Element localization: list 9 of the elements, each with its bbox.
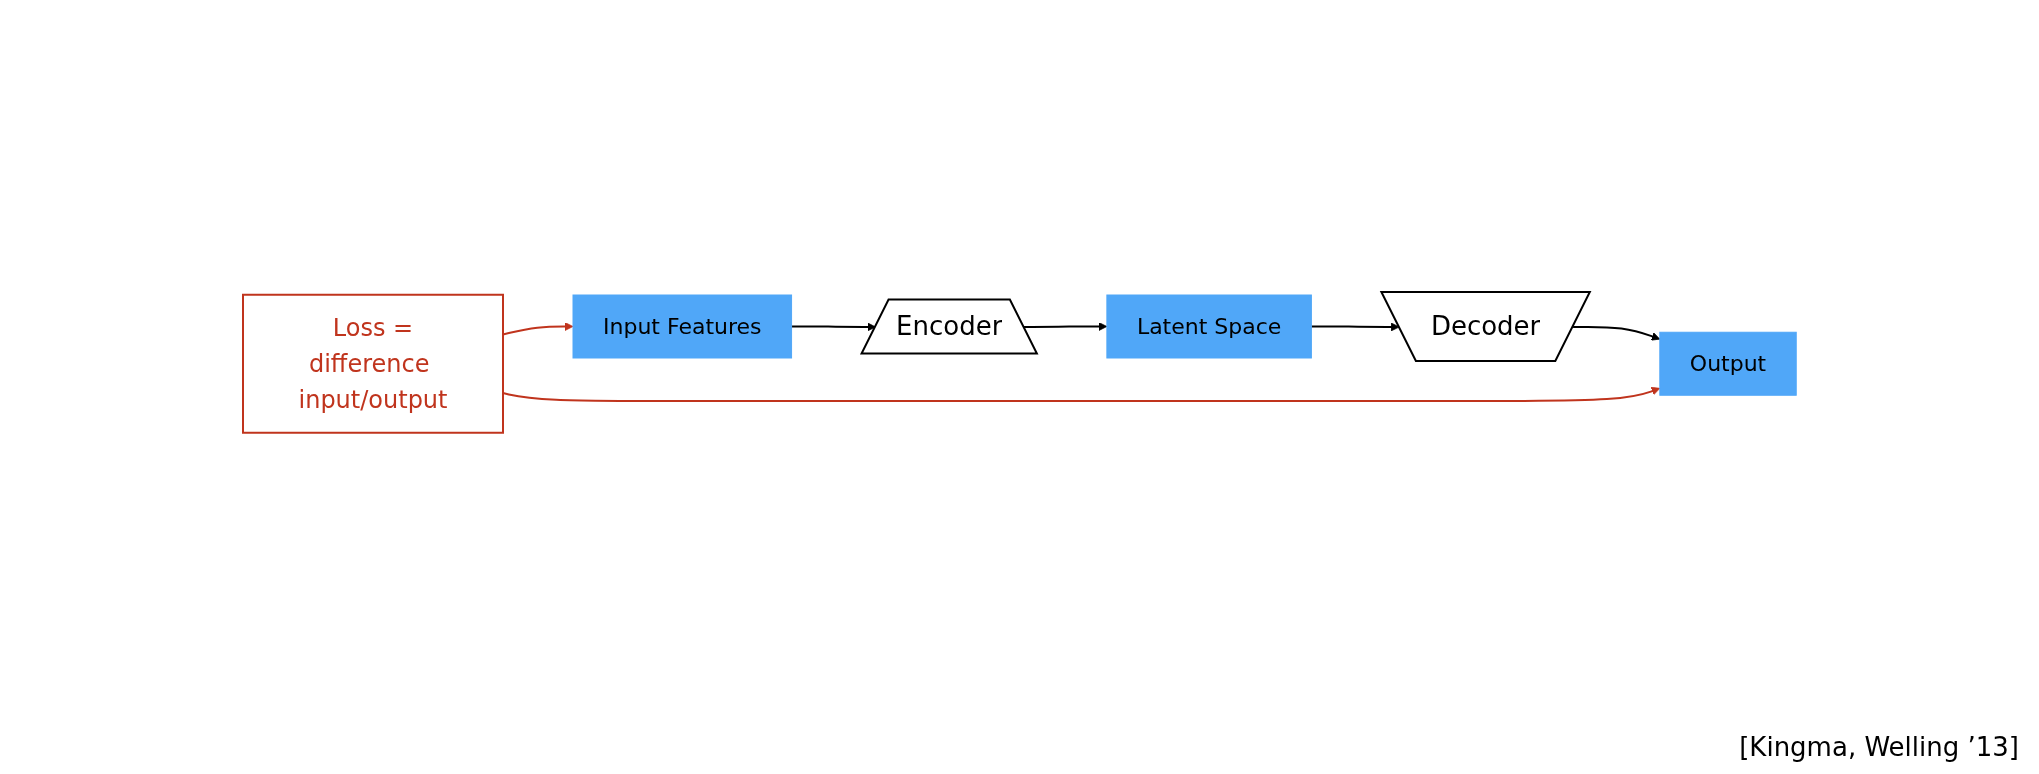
node-box: Loss = difference input/output bbox=[241, 293, 504, 434]
citation: [Kingma, Welling ’13] bbox=[1739, 732, 2019, 762]
arrow bbox=[790, 322, 876, 331]
node-box: Output bbox=[1659, 331, 1797, 396]
arrow bbox=[1571, 325, 1661, 341]
arrow bbox=[1022, 321, 1108, 331]
arrow bbox=[1310, 322, 1400, 331]
node-box: Latent Space bbox=[1106, 294, 1312, 359]
node-box: Input Features bbox=[572, 294, 792, 359]
